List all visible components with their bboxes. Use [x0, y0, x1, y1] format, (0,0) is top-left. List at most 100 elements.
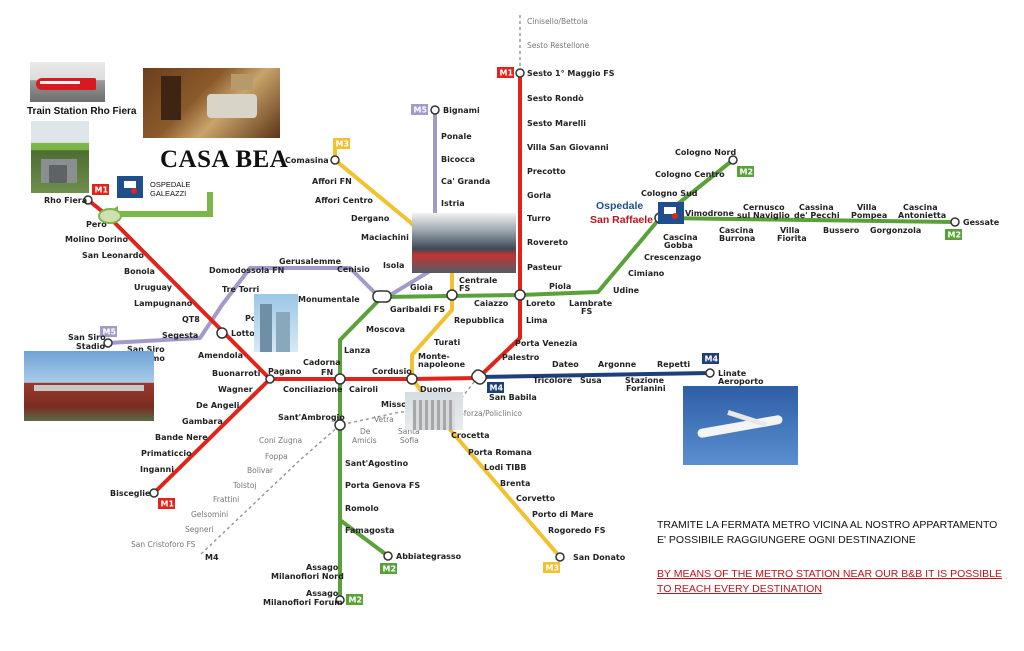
line-badge-m5-bignami: M5 [411, 104, 428, 115]
station-label-antonietta: Antonietta [898, 211, 946, 220]
station-label-conizugna: Coni Zugna [259, 436, 302, 445]
station-label-m4end: M4 [205, 553, 219, 562]
station-label-turro: Turro [527, 214, 551, 223]
station-label-villafiorita1: Villa [780, 226, 800, 235]
station-label-maciachini: Maciachini [361, 233, 409, 242]
casa-bea-title: CASA BEA [160, 146, 289, 173]
san-raffaele-label-line2: San Raffaele [590, 214, 654, 226]
station-label-bandenere: Bande Nere [155, 433, 208, 442]
station-label-restellone: Sesto Restellone [527, 41, 590, 50]
station-label-sulnaviglio: sul Naviglio [737, 211, 790, 220]
line-badge-label: M1 [95, 186, 109, 195]
station-label-palestro: Palestro [502, 353, 540, 362]
station-label-missori: Missori [381, 400, 414, 409]
station-label-sansirostadio2: Stadio [76, 342, 105, 351]
line-badge-m5-sansiro: M5 [100, 326, 117, 337]
station-label-villasg: Villa San Giovanni [527, 143, 609, 152]
station-label-colognonord: Cologno Nord [675, 148, 736, 157]
station-label-villa: Villa [857, 203, 877, 212]
garibaldi-interchange [372, 290, 392, 303]
line-m4-planned [199, 15, 521, 556]
station-label-udine: Udine [613, 286, 640, 295]
station-label-cernusco: Cernusco [743, 203, 785, 212]
station-label-qt8: QT8 [182, 315, 200, 324]
line-badge-label: M2 [383, 565, 397, 574]
station-label-primaticcio: Primaticcio [141, 449, 192, 458]
station-label-isola: Isola [383, 261, 404, 270]
station-label-bicocca: Bicocca [441, 155, 475, 164]
sanbabila-interchange [471, 369, 487, 385]
station-label-assago1: Assago [306, 563, 339, 572]
station-label-lima: Lima [526, 316, 548, 325]
line-badge-m4-linate: M4 [702, 353, 719, 364]
station-label-assago2: Assago [306, 589, 339, 598]
station-label-sforza: Sforza/Policlinico [459, 409, 522, 418]
station-label-aeroporto: Aeroporto [718, 377, 764, 386]
station-label-turati: Turati [434, 338, 460, 347]
station-label-loreto: Loreto [526, 299, 556, 308]
casa-bea-photo [143, 68, 280, 138]
station-label-bolivar: Bolivar [247, 466, 274, 475]
station-label-rhofiera: Rho Fiera [44, 196, 87, 205]
station-label-duomo: Duomo [420, 385, 452, 394]
line-badge-label: M1 [161, 500, 175, 509]
station-label-conciliazione: Conciliazione [283, 385, 343, 394]
station-label-lampugnano: Lampugnano [134, 299, 193, 308]
station-label-tolstoj: Tolstoj [232, 481, 257, 490]
station-label-domodossola: Domodossola FN [209, 266, 284, 275]
station-label-sansiroippo2: mo [151, 354, 165, 363]
station-label-fn1: FN [321, 368, 333, 377]
station-label-precotto: Precotto [527, 167, 566, 176]
station-label-susa: Susa [580, 376, 602, 385]
station-label-pero: Pero [86, 220, 107, 229]
station-label-crescenzago: Crescenzago [644, 253, 702, 262]
station-label-uruguay: Uruguay [134, 283, 173, 292]
station-label-foppa: Foppa [265, 452, 288, 461]
station-label-molinodorino: Molino Dorino [65, 235, 128, 244]
galeazzi-label-line2: GALEAZZI [150, 189, 187, 198]
station-label-stazione1: Stazione [625, 376, 665, 385]
station-label-colognocentro: Cologno Centro [655, 170, 725, 179]
line-m4 [476, 371, 712, 379]
line-badge-m3-comasina: M3 [333, 138, 350, 149]
station-label-romolo: Romolo [345, 504, 379, 513]
italian-note-line1: TRAMITE LA FERMATA METRO VICINA AL NOSTR… [657, 519, 998, 531]
line-badge-label: M3 [336, 140, 350, 149]
station-label-monumentale: Monumentale [298, 295, 360, 304]
line-badge-m2-abbiategrasso: M2 [380, 563, 397, 574]
galeazzi-marker [98, 208, 122, 224]
train-station-caption: Train Station Rho Fiera [27, 106, 137, 117]
line-badge-label: M2 [740, 168, 754, 177]
garibaldi-station-photo [412, 213, 516, 273]
station-label-gessate: Gessate [963, 218, 1000, 227]
station-label-cagranda: Ca' Granda [441, 177, 490, 186]
station-label-brenta: Brenta [500, 479, 530, 488]
station-label-dateo: Dateo [552, 360, 579, 369]
station-label-bonola: Bonola [124, 267, 155, 276]
line-badge-label: M4 [705, 355, 719, 364]
station-label-sancristoforo: San Cristoforo FS [131, 540, 196, 549]
station-label-santambrogio: Sant'Ambrogio [278, 413, 345, 422]
station-label-milanofioriforum: Milanofiori Forum [263, 598, 343, 607]
station-label-cascina2: Cascina [903, 203, 938, 212]
hospital-icon-galeazzi [117, 176, 143, 198]
station-label-gelsomini: Gelsomini [191, 510, 228, 519]
station-label-cimiano: Cimiano [628, 269, 665, 278]
station-label-cinisello: Cinisello/Bettola [527, 17, 588, 26]
station-label-inganni: Inganni [140, 465, 174, 474]
line-badge-m4-babila: M4 [487, 382, 504, 393]
station-label-lanza: Lanza [344, 346, 370, 355]
station-label-portodimare: Porto di Mare [532, 510, 594, 519]
station-label-pagano: Pagano [268, 367, 302, 376]
english-note-line2: TO REACH EVERY DESTINATION [657, 583, 822, 595]
italian-note: TRAMITE LA FERMATA METRO VICINA AL NOSTR… [657, 518, 1017, 548]
station-label-forlanini: Forlanini [626, 384, 666, 393]
station-label-santasofia1: Santa [398, 427, 420, 436]
line-badge-m1-rho: M1 [92, 184, 109, 195]
station-label-segesta: Segesta [162, 331, 198, 340]
station-label-santasofia2: Sofia [400, 436, 419, 445]
station-label-cordusio: Cordusio [372, 367, 412, 376]
station-label-corvetto: Corvetto [516, 494, 556, 503]
station-label-gorla: Gorla [527, 191, 551, 200]
station-label-crocetta: Crocetta [451, 431, 490, 440]
